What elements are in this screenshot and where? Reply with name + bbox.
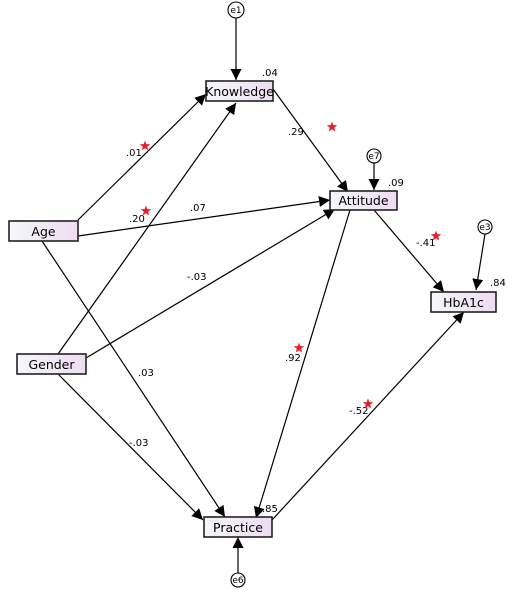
path-coefficients: .01 .29 .07 .20 -.41 -.03 .92 .03 -.52 -…	[126, 127, 436, 449]
significance-star-icon	[139, 140, 151, 151]
node-practice-r2: .85	[262, 504, 278, 515]
edge-gender-attitude	[85, 208, 336, 359]
edge-attitude-hba1c	[373, 209, 445, 293]
error-e6-circle	[230, 572, 246, 588]
node-hba1c-label: HbA1c	[443, 295, 484, 310]
edge-age-attitude	[77, 196, 331, 237]
significance-star-icon	[140, 205, 152, 216]
node-knowledge: Knowledge .04	[205, 68, 278, 102]
edge-age-knowledge	[77, 93, 207, 221]
node-gender: Gender	[16, 353, 87, 375]
significance-star-icon	[362, 398, 374, 409]
coef-attitude-practice: .92	[285, 353, 301, 364]
error-e3-label: e3	[479, 223, 490, 233]
node-attitude: Attitude .09	[329, 178, 404, 211]
significance-star-icon	[430, 230, 442, 241]
node-practice-box	[203, 516, 273, 538]
node-gender-box	[16, 353, 87, 375]
error-e6-label: e6	[232, 576, 244, 586]
node-hba1c: HbA1c .84	[430, 278, 506, 313]
coef-attitude-hba1c: -.41	[416, 238, 436, 249]
error-e1-circle	[227, 1, 245, 19]
error-e3-circle	[477, 219, 493, 235]
significance-star-icon	[293, 342, 305, 353]
node-attitude-label: Attitude	[338, 193, 388, 208]
edge-attitude-practice	[253, 209, 351, 519]
node-age: Age	[8, 220, 79, 242]
edge-practice-hba1c	[271, 311, 465, 521]
edge-gender-practice	[57, 373, 204, 521]
node-age-box	[8, 220, 79, 242]
node-knowledge-label: Knowledge	[205, 84, 274, 99]
node-knowledge-box	[205, 80, 274, 102]
edges	[41, 18, 486, 573]
coef-age-attitude: .07	[190, 203, 206, 214]
node-attitude-r2: .09	[388, 178, 404, 189]
error-e3: e3	[477, 219, 493, 235]
node-age-label: Age	[31, 224, 55, 239]
edge-knowledge-attitude	[272, 88, 349, 193]
node-practice: Practice .85	[203, 504, 278, 538]
error-e7: e7	[366, 148, 382, 164]
variable-nodes: Knowledge .04 Attitude .09 HbA1c .84 Age…	[8, 68, 506, 538]
coef-age-practice: .03	[138, 368, 154, 379]
significance-star-icon	[326, 121, 338, 132]
coef-age-knowledge: .01	[126, 148, 142, 159]
edge-e3-hba1c	[472, 233, 486, 291]
error-e7-label: e7	[368, 152, 379, 162]
significance-stars	[139, 121, 442, 409]
node-hba1c-box	[430, 291, 497, 313]
node-gender-label: Gender	[28, 357, 75, 372]
node-knowledge-r2: .04	[262, 68, 278, 79]
coef-gender-attitude: -.03	[187, 272, 207, 283]
coef-gender-practice: -.03	[129, 438, 149, 449]
node-hba1c-r2: .84	[490, 278, 506, 289]
error-terms: e1 e7 e3 e6	[227, 1, 493, 588]
error-e1-label: e1	[230, 6, 241, 16]
coef-knowledge-attitude: .29	[288, 127, 304, 138]
error-e1: e1	[227, 1, 245, 19]
edge-age-practice	[41, 240, 226, 518]
error-e6: e6	[230, 572, 246, 588]
node-attitude-box	[329, 190, 398, 211]
coef-gender-knowledge: .20	[129, 214, 145, 225]
edge-gender-knowledge	[57, 102, 237, 355]
error-e7-circle	[366, 148, 382, 164]
coef-practice-hba1c: -.52	[349, 406, 369, 417]
node-practice-label: Practice	[213, 520, 263, 535]
